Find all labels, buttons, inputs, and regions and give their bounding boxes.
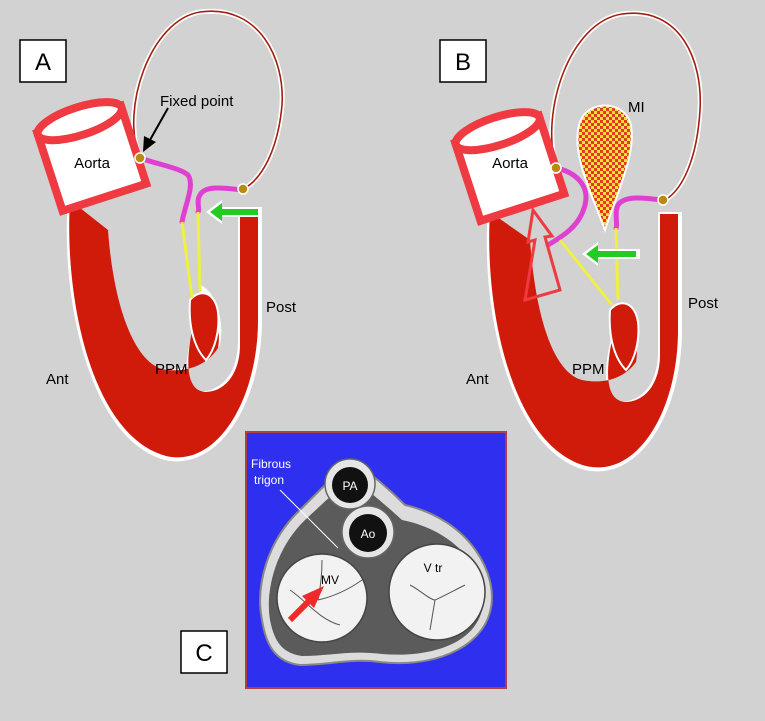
red-arrow-head (302, 586, 324, 608)
ao-label: Ao (361, 527, 376, 541)
mi-label: MI (628, 99, 645, 116)
panel-a-label: A (35, 49, 51, 76)
mitral-valve (276, 553, 368, 643)
papillary-muscle-b (608, 302, 640, 372)
ventricle-wall-b (489, 212, 678, 468)
fibrous-label-1: Fibrous (251, 457, 291, 471)
papillary-muscle (188, 292, 220, 362)
fixed-point-arrow (149, 107, 169, 141)
aorta-label-b: Aorta (492, 155, 529, 172)
chorda-a-2 (196, 211, 202, 293)
red-open-arrow (523, 206, 562, 303)
ppm-label-a: PPM (155, 361, 188, 378)
green-arrow-a (210, 203, 258, 221)
panel-c-label: C (195, 640, 212, 667)
ant-label-a: Ant (46, 371, 69, 388)
panel-c: Fibrous trigon PA Ao MV V tr C (180, 431, 507, 689)
fibrous-label-2: trigon (254, 473, 284, 487)
aorta-label-a: Aorta (74, 155, 111, 172)
ppm-label-b: PPM (572, 361, 605, 378)
fixed-point-arrowhead (143, 136, 156, 152)
panel-a-label-box (19, 39, 67, 83)
aorta-a (32, 98, 152, 216)
posterior-leaflet-a (195, 185, 245, 215)
fixed-point-node-a (134, 152, 146, 164)
aortic-valve (349, 514, 387, 552)
panel-b-label-box (439, 39, 487, 83)
ventricle-wall (69, 200, 259, 458)
post-label-b: Post (688, 295, 719, 312)
atrium-outline-b (550, 12, 702, 201)
aorta-b (450, 108, 570, 226)
post-label-a: Post (266, 299, 297, 316)
mv-label: MV (321, 573, 339, 587)
atrium-outline (132, 10, 283, 189)
tricuspid-commissures (409, 584, 466, 631)
mi-jet (576, 104, 633, 234)
annulus-node-b (657, 194, 669, 206)
annulus-node-a (237, 183, 249, 195)
fixed-point-label: Fixed point (160, 93, 234, 110)
panel-b-label: B (455, 49, 471, 76)
vtr-label: V tr (424, 561, 443, 575)
panel-b: B Aorta MI Post Ant PPM (439, 10, 719, 472)
chorda-a-1 (180, 221, 194, 299)
pa-label: PA (342, 479, 357, 493)
panel-a: A Aorta Fixed point Post Ant (19, 8, 297, 462)
anterior-leaflet-b (545, 165, 589, 248)
posterior-leaflet-b (613, 195, 665, 231)
tricuspid-valve (388, 543, 486, 641)
anterior-leaflet-a (137, 155, 193, 225)
ant-label-b: Ant (466, 371, 489, 388)
chorda-b-1 (558, 239, 614, 306)
red-arrow-shaft (287, 597, 313, 623)
fixed-point-node-b (550, 162, 562, 174)
fibrous-trigon-pointer (279, 489, 339, 549)
panel-c-label-box (180, 630, 228, 674)
pulmonary-valve (332, 467, 368, 503)
green-arrow-b (586, 245, 636, 263)
chorda-b-2 (614, 227, 620, 301)
